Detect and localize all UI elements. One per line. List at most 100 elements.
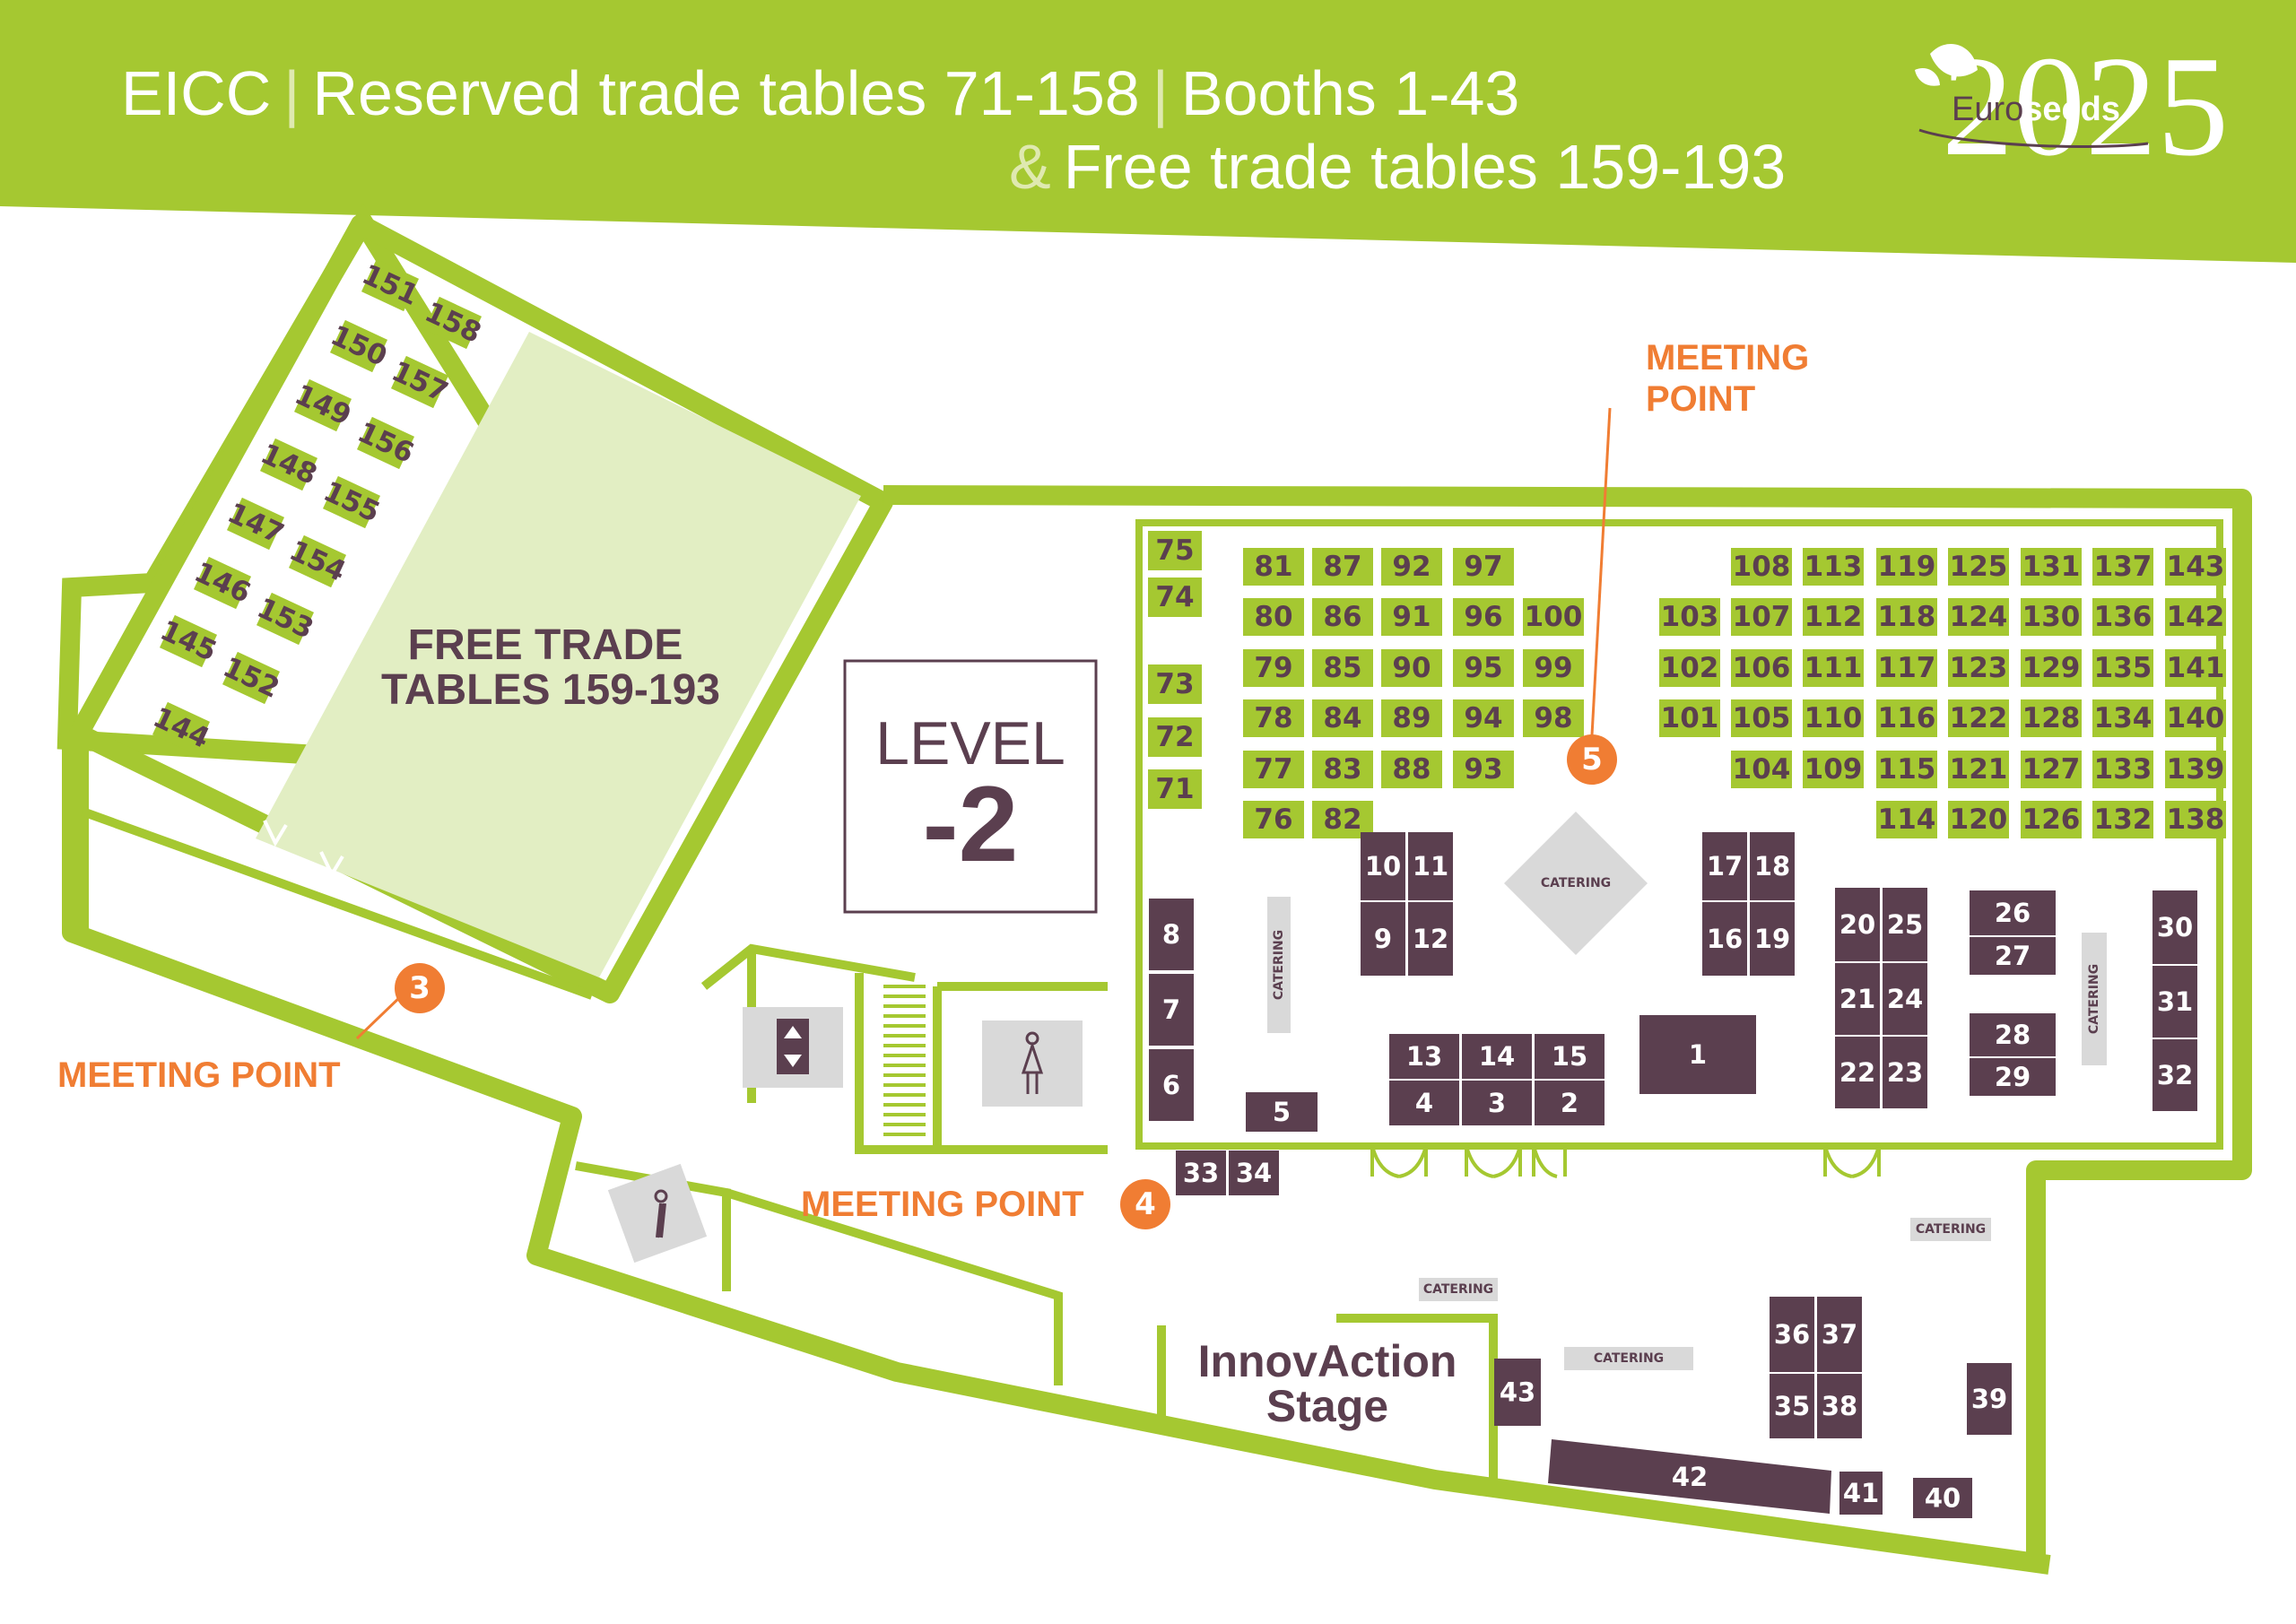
trade-table-116[interactable]: 116 xyxy=(1876,699,1937,737)
trade-table-136[interactable]: 136 xyxy=(2092,598,2153,636)
booth-9[interactable]: 9 xyxy=(1361,902,1405,976)
trade-table-111[interactable]: 111 xyxy=(1803,649,1864,687)
trade-table-117[interactable]: 117 xyxy=(1876,649,1937,687)
trade-table-114[interactable]: 114 xyxy=(1876,801,1937,838)
booth-5[interactable]: 5 xyxy=(1246,1092,1318,1132)
trade-table-76[interactable]: 76 xyxy=(1243,801,1304,838)
trade-table-104[interactable]: 104 xyxy=(1731,751,1792,788)
booth-37[interactable]: 37 xyxy=(1817,1297,1862,1372)
trade-table-94[interactable]: 94 xyxy=(1453,699,1514,737)
trade-table-93[interactable]: 93 xyxy=(1453,751,1514,788)
trade-table-155[interactable]: 155 xyxy=(317,473,386,531)
booth-10[interactable]: 10 xyxy=(1361,832,1405,900)
trade-table-125[interactable]: 125 xyxy=(1948,548,2009,586)
booth-25[interactable]: 25 xyxy=(1883,888,1927,961)
booth-43[interactable]: 43 xyxy=(1494,1359,1541,1426)
trade-table-115[interactable]: 115 xyxy=(1876,751,1937,788)
meeting-point-5[interactable]: 5 MEETING POINT xyxy=(1567,338,1809,785)
booth-13[interactable]: 13 xyxy=(1389,1034,1459,1079)
trade-table-145[interactable]: 145 xyxy=(154,612,222,670)
trade-table-152[interactable]: 152 xyxy=(217,649,285,707)
booth-16[interactable]: 16 xyxy=(1702,902,1747,976)
trade-table-108[interactable]: 108 xyxy=(1731,548,1792,586)
trade-table-139[interactable]: 139 xyxy=(2165,751,2226,788)
booth-21[interactable]: 21 xyxy=(1835,963,1880,1035)
trade-table-153[interactable]: 153 xyxy=(251,590,319,647)
booth-19[interactable]: 19 xyxy=(1750,902,1795,976)
booth-2[interactable]: 2 xyxy=(1535,1081,1605,1125)
booth-6[interactable]: 6 xyxy=(1149,1049,1194,1121)
trade-table-142[interactable]: 142 xyxy=(2165,598,2226,636)
trade-table-112[interactable]: 112 xyxy=(1803,598,1864,636)
trade-table-146[interactable]: 146 xyxy=(188,554,257,612)
trade-table-113[interactable]: 113 xyxy=(1803,548,1864,586)
booth-34[interactable]: 34 xyxy=(1229,1151,1279,1195)
trade-table-109[interactable]: 109 xyxy=(1803,751,1864,788)
trade-table-81[interactable]: 81 xyxy=(1243,548,1304,586)
booth-20[interactable]: 20 xyxy=(1835,888,1880,961)
trade-table-134[interactable]: 134 xyxy=(2092,699,2153,737)
booth-14[interactable]: 14 xyxy=(1462,1034,1532,1079)
booth-35[interactable]: 35 xyxy=(1770,1374,1814,1438)
trade-table-99[interactable]: 99 xyxy=(1523,649,1584,687)
booth-22[interactable]: 22 xyxy=(1835,1037,1880,1108)
booth-40[interactable]: 40 xyxy=(1913,1478,1972,1518)
trade-table-101[interactable]: 101 xyxy=(1659,699,1720,737)
booth-3[interactable]: 3 xyxy=(1462,1081,1532,1125)
booth-32[interactable]: 32 xyxy=(2152,1039,2197,1111)
meeting-point-3[interactable]: 3 MEETING POINT xyxy=(57,963,445,1095)
trade-table-100[interactable]: 100 xyxy=(1523,598,1584,636)
booth-28[interactable]: 28 xyxy=(1970,1013,2056,1056)
trade-table-121[interactable]: 121 xyxy=(1948,751,2009,788)
trade-table-131[interactable]: 131 xyxy=(2021,548,2082,586)
trade-table-75[interactable]: 75 xyxy=(1148,531,1202,570)
trade-table-77[interactable]: 77 xyxy=(1243,751,1304,788)
trade-table-92[interactable]: 92 xyxy=(1381,548,1442,586)
trade-table-88[interactable]: 88 xyxy=(1381,751,1442,788)
booth-36[interactable]: 36 xyxy=(1770,1297,1814,1372)
trade-table-141[interactable]: 141 xyxy=(2165,649,2226,687)
trade-table-110[interactable]: 110 xyxy=(1803,699,1864,737)
trade-table-124[interactable]: 124 xyxy=(1948,598,2009,636)
booth-8[interactable]: 8 xyxy=(1149,899,1194,970)
trade-table-149[interactable]: 149 xyxy=(289,377,357,434)
booth-29[interactable]: 29 xyxy=(1970,1058,2056,1096)
booth-42[interactable]: 42 xyxy=(1548,1439,1831,1514)
trade-table-106[interactable]: 106 xyxy=(1731,649,1792,687)
trade-table-71[interactable]: 71 xyxy=(1148,769,1202,809)
booth-26[interactable]: 26 xyxy=(1970,890,2056,935)
trade-table-83[interactable]: 83 xyxy=(1312,751,1373,788)
trade-table-154[interactable]: 154 xyxy=(283,533,352,590)
trade-table-147[interactable]: 147 xyxy=(222,495,290,552)
trade-table-72[interactable]: 72 xyxy=(1148,717,1202,757)
trade-table-85[interactable]: 85 xyxy=(1312,649,1373,687)
trade-table-133[interactable]: 133 xyxy=(2092,751,2153,788)
trade-table-105[interactable]: 105 xyxy=(1731,699,1792,737)
booth-31[interactable]: 31 xyxy=(2152,966,2197,1038)
trade-table-107[interactable]: 107 xyxy=(1731,598,1792,636)
trade-table-143[interactable]: 143 xyxy=(2165,548,2226,586)
trade-table-148[interactable]: 148 xyxy=(255,436,323,493)
booth-7[interactable]: 7 xyxy=(1149,974,1194,1046)
booth-38[interactable]: 38 xyxy=(1817,1374,1862,1438)
trade-table-120[interactable]: 120 xyxy=(1948,801,2009,838)
trade-table-95[interactable]: 95 xyxy=(1453,649,1514,687)
trade-table-122[interactable]: 122 xyxy=(1948,699,2009,737)
trade-table-140[interactable]: 140 xyxy=(2165,699,2226,737)
trade-table-89[interactable]: 89 xyxy=(1381,699,1442,737)
trade-table-96[interactable]: 96 xyxy=(1453,598,1514,636)
booth-12[interactable]: 12 xyxy=(1408,902,1453,976)
booth-15[interactable]: 15 xyxy=(1535,1034,1605,1079)
trade-table-84[interactable]: 84 xyxy=(1312,699,1373,737)
trade-table-137[interactable]: 137 xyxy=(2092,548,2153,586)
booth-1[interactable]: 1 xyxy=(1639,1015,1756,1094)
trade-table-118[interactable]: 118 xyxy=(1876,598,1937,636)
trade-table-150[interactable]: 150 xyxy=(325,317,393,375)
trade-table-156[interactable]: 156 xyxy=(352,414,420,472)
trade-table-158[interactable]: 158 xyxy=(419,294,487,352)
trade-table-132[interactable]: 132 xyxy=(2092,801,2153,838)
trade-table-128[interactable]: 128 xyxy=(2021,699,2082,737)
trade-table-80[interactable]: 80 xyxy=(1243,598,1304,636)
trade-table-119[interactable]: 119 xyxy=(1876,548,1937,586)
meeting-point-4[interactable]: 4 MEETING POINT xyxy=(801,1179,1170,1229)
